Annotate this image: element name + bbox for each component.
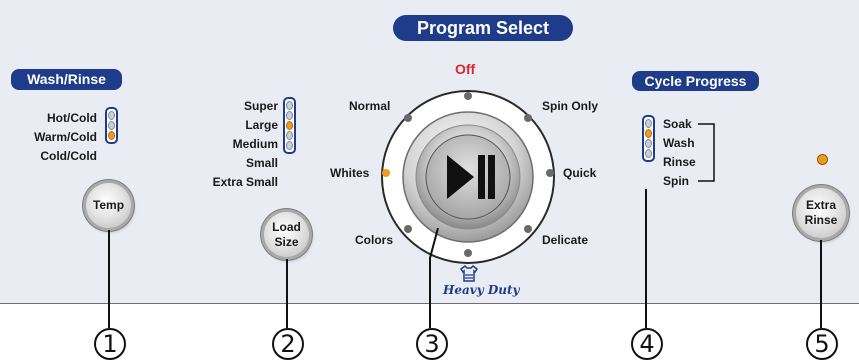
dial-dot-whites (382, 169, 390, 177)
dial-dot-quick (546, 169, 554, 177)
program-colors-label: Colors (355, 233, 394, 247)
cycle-stage-rinse: Rinse (663, 155, 696, 169)
cycle-led-rinse (645, 139, 652, 148)
temp-led-warm-cold (108, 121, 115, 130)
cycle-stage-soak: Soak (663, 117, 692, 131)
callout-line-1 (108, 230, 110, 328)
callout-line-5 (820, 240, 822, 328)
dial-dot-heavy-duty (464, 249, 472, 257)
temp-led-hot-cold (108, 111, 115, 120)
dial-dot-delicate (524, 225, 532, 233)
program-off-label: Off (455, 61, 476, 77)
load-option-large: Large (245, 118, 278, 132)
dial-dot-off (464, 92, 472, 100)
cycle-bracket (698, 123, 715, 182)
load-option-extra-small: Extra Small (212, 175, 278, 189)
temp-option-cold-cold: Cold/Cold (40, 149, 97, 163)
heavy-duty-icon (459, 265, 479, 282)
cycle-stage-spin: Spin (663, 174, 689, 188)
cycle-led-spin (645, 149, 652, 158)
temp-option-warm-cold: Warm/Cold (34, 130, 97, 144)
program-dial[interactable] (378, 87, 558, 267)
program-delicate-label: Delicate (542, 233, 589, 247)
extra-rinse-label-line2: Rinse (804, 213, 838, 227)
extra-rinse-indicator (817, 154, 828, 165)
extra-rinse-button[interactable]: Extra Rinse (796, 188, 846, 238)
callout-number-5: 5 (806, 328, 838, 360)
load-option-small: Small (245, 156, 278, 170)
load-option-medium: Medium (232, 137, 278, 151)
load-size-label-line2: Size (274, 234, 299, 249)
temp-led-cold-cold (108, 131, 115, 140)
cycle-led-bar (642, 115, 655, 162)
cycle-stage-wash: Wash (663, 136, 695, 150)
program-select-title: Program Select (393, 15, 573, 41)
dial-dot-colors (404, 225, 412, 233)
load-size-label-line1: Load (272, 219, 301, 234)
callout-number-3: 3 (416, 328, 448, 360)
callout-line-2 (286, 259, 288, 328)
callout-line-4 (645, 189, 647, 328)
play-pause-icon (447, 155, 495, 199)
dial-dot-spin-only (524, 114, 532, 122)
load-led-bar (283, 97, 296, 154)
temp-button-label: Temp (92, 198, 125, 212)
temp-option-hot-cold: Hot/Cold (47, 111, 97, 125)
temp-led-bar (105, 107, 118, 144)
callout-number-4: 4 (631, 328, 663, 360)
dial-dot-normal (404, 114, 412, 122)
program-spin-only-label: Spin Only (542, 99, 599, 113)
temp-button[interactable]: Temp (86, 183, 131, 228)
program-heavy-duty-label: Heavy Duty (443, 283, 520, 297)
load-led-large (286, 111, 293, 120)
callout-line-3 (429, 228, 439, 328)
load-led-super (286, 101, 293, 110)
callout-number-1: 1 (94, 328, 126, 360)
program-whites-label: Whites (330, 166, 370, 180)
cycle-progress-title: Cycle Progress (632, 71, 759, 91)
program-normal-label: Normal (349, 99, 391, 113)
extra-rinse-label-line1: Extra (805, 198, 837, 212)
load-option-super: Super (243, 99, 278, 113)
callout-number-2: 2 (272, 328, 304, 360)
load-led-small (286, 131, 293, 140)
wash-rinse-title: Wash/Rinse (11, 69, 122, 90)
cycle-led-soak (645, 119, 652, 128)
load-led-medium (286, 121, 293, 130)
program-quick-label: Quick (563, 166, 597, 180)
load-size-button[interactable]: Load Size (264, 212, 309, 257)
load-led-extra-small (286, 141, 293, 150)
cycle-led-wash (645, 129, 652, 138)
